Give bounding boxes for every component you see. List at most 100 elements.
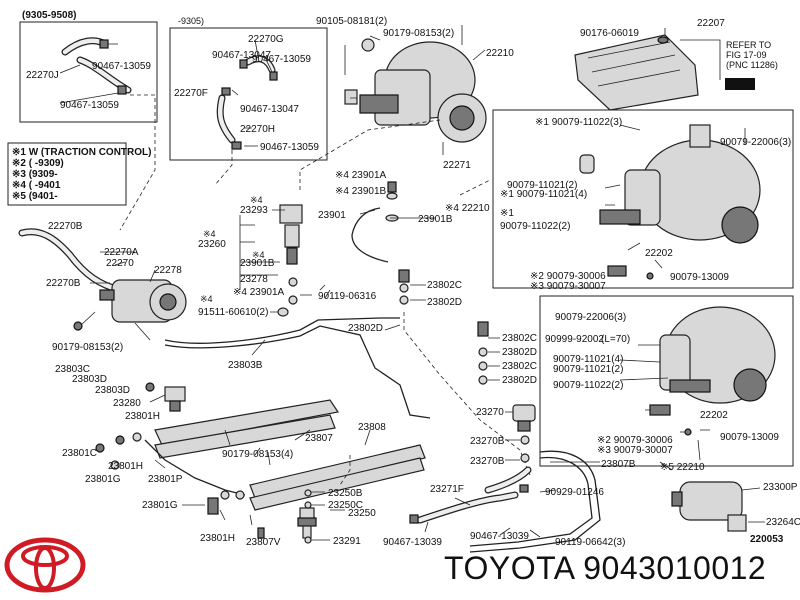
label-23801h-a: 23801H	[125, 411, 160, 422]
label-r2-22202: 22202	[700, 410, 728, 421]
label-22270a: 22270A	[104, 247, 139, 258]
vsv-23300p	[671, 481, 747, 532]
label-90179-08153-2-l: 90179-08153(2)	[52, 342, 123, 353]
label-r1-90079-22006: 90079-22006(3)	[720, 137, 791, 148]
washer-icon	[288, 295, 298, 305]
pulsation-damper-23280	[164, 386, 186, 412]
injector-23250	[297, 507, 317, 539]
legend-line-3: ※3 (9309-	[12, 169, 58, 180]
label-22278: 22278	[154, 265, 182, 276]
label-23801g-a: 23801G	[85, 474, 121, 485]
label-23300p: 23300P	[763, 482, 798, 493]
label-23803d-b: 23803D	[95, 385, 130, 396]
toyota-logo	[4, 537, 86, 593]
label-91511: 91511-60610(2)	[198, 307, 268, 318]
washer-icon	[277, 307, 289, 317]
label-23264c: 23264C	[766, 517, 800, 528]
hose-22270g-inner	[217, 56, 275, 143]
air-cleaner-cover	[574, 34, 699, 111]
label-23278: 23278	[240, 274, 268, 285]
label-r1-90079-30007: ※3 90079-30007	[530, 281, 606, 292]
label-23280: 23280	[113, 398, 141, 409]
label-r2-90079-30007: ※3 90079-30007	[597, 445, 673, 456]
clamp-icon	[221, 87, 231, 96]
label-r2-90079-30006: ※2 90079-30006	[597, 435, 673, 446]
washer-icon	[110, 460, 120, 470]
figure-code: 220053	[750, 534, 784, 545]
label-23802d-b: 23802D	[348, 323, 383, 334]
label-23250: 23250	[348, 508, 376, 519]
washer-icon	[220, 490, 230, 500]
label-r1-90079-13009: 90079-13009	[670, 272, 729, 283]
label-r1-90079-11022-2: 90079-11022(2)	[500, 221, 570, 232]
label-23250c: 23250C	[328, 500, 363, 511]
label-r2-90079-22006: 90079-22006(3)	[555, 312, 626, 323]
label-90467-13047-b: 90467-13047	[240, 104, 299, 115]
label-23802c-c: 23802C	[502, 361, 537, 372]
clamp-icon	[519, 484, 529, 493]
washer-icon	[520, 453, 530, 463]
label-23802d-c: 23802D	[502, 347, 537, 358]
label-23901b-a: 23901B	[240, 258, 275, 269]
label-90179-top: 90179-08153(2)	[383, 28, 454, 39]
label-23807b: 23807B	[601, 459, 636, 470]
bolt-icon	[607, 265, 627, 277]
bolt-icon	[649, 404, 671, 416]
label-23801h-b: 23801H	[108, 461, 143, 472]
washer-icon	[478, 347, 488, 357]
label-r2-90079-11021-4: 90079-11021(4)	[553, 354, 623, 365]
label-23270b-a: 23270B	[470, 436, 505, 447]
hose-23271f-b-inner	[485, 467, 531, 493]
washer-icon	[386, 192, 398, 200]
washer-icon	[235, 490, 245, 500]
pipe-23803b	[164, 317, 400, 344]
bolt-icon	[477, 321, 489, 337]
legend-line-5: ※5 (9401-	[12, 191, 58, 202]
label-90467-13047-a: 90467-13047	[212, 50, 271, 61]
label-23901a-a: ※4 23901A	[233, 287, 285, 298]
legend-line-2: ※2 ( -9309)	[12, 158, 64, 169]
label-star4-c: ※4	[252, 250, 265, 260]
clamp-icon	[117, 85, 127, 95]
label-22270b-b: 22270B	[46, 278, 81, 289]
bolt-icon	[95, 443, 105, 453]
clamp-icon	[231, 141, 242, 150]
bolt-icon	[398, 269, 410, 283]
label-90929: 90929-01246	[545, 487, 604, 498]
hose-23271f-inner	[417, 492, 518, 523]
label-star4-a: ※4	[250, 195, 263, 205]
bolt-icon	[145, 382, 155, 392]
refer-line-3: (PNC 11286)	[726, 60, 778, 70]
clamp-icon	[239, 59, 248, 69]
washer-icon	[520, 435, 530, 445]
label-90467-13059-a: 90467-13059	[92, 61, 151, 72]
top-left-box-title: (9305-9508)	[22, 10, 76, 21]
top-mid-box-title: -9305)	[178, 16, 204, 26]
label-90467-13059-b: 90467-13059	[252, 54, 311, 65]
label-r2-90999: 90999-92002	[545, 334, 604, 345]
washer-icon	[399, 283, 409, 293]
pipe-23807b	[469, 450, 601, 553]
label-23802d-a: 23802D	[427, 297, 462, 308]
label-r1-90079-11021-4: ※1 90079-11021(4)	[500, 189, 587, 200]
washer-icon	[288, 277, 298, 287]
bolt-icon	[684, 428, 692, 436]
bolt-icon	[115, 435, 125, 445]
washer-icon	[304, 536, 312, 544]
bolt-icon	[207, 497, 219, 515]
label-r2-l70: (L=70)	[601, 334, 630, 345]
label-23803b: 23803B	[228, 360, 263, 371]
label-r2-90079-11021-2: 90079-11021(2)	[553, 364, 623, 375]
label-22270h: 22270H	[240, 124, 275, 135]
label-23801h-c: 23801H	[200, 533, 235, 544]
label-23901b-b: 23901B	[418, 214, 453, 225]
bolt-icon	[73, 321, 83, 331]
label-90179-08153-4: 90179-08153(4)	[222, 449, 293, 460]
washer-icon	[304, 489, 312, 497]
label-22270: 22270	[106, 258, 134, 269]
label-22270g: 22270G	[248, 34, 284, 45]
label-90467-13039-b: 90467-13039	[470, 531, 529, 542]
label-23807v: 23807V	[246, 537, 281, 548]
label-90105: 90105-08181(2)	[316, 16, 387, 27]
label-23803d-a: 23803D	[72, 374, 107, 385]
